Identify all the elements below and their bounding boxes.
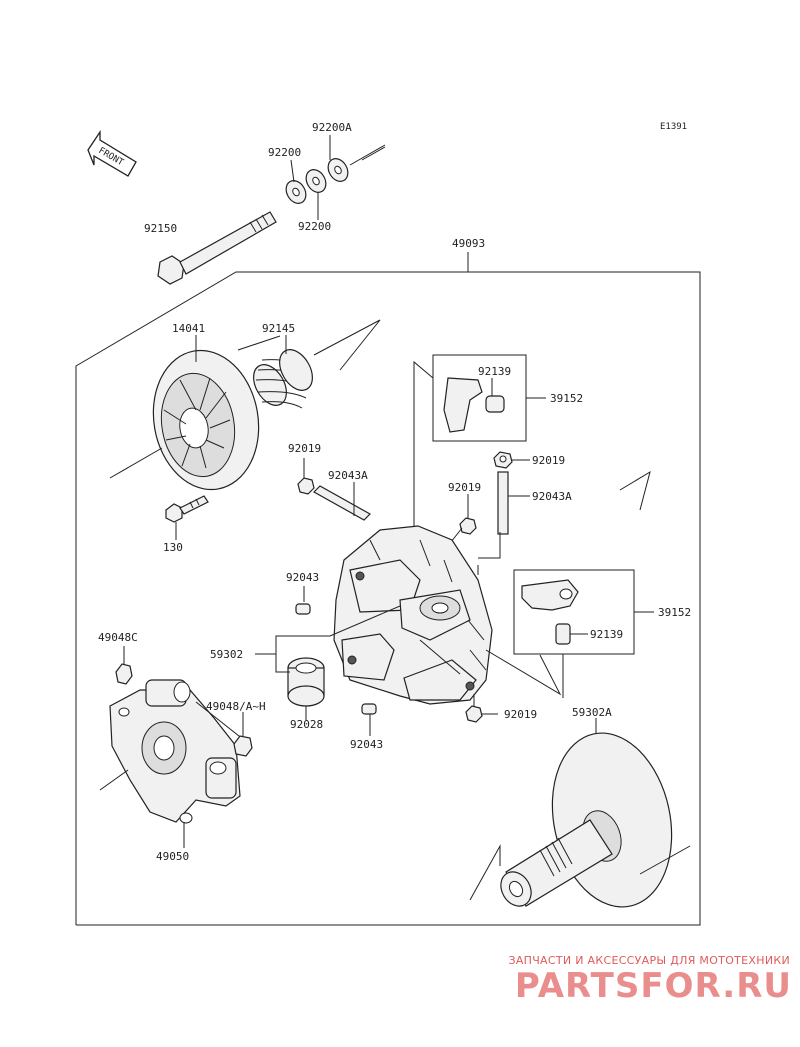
label-14041: 14041: [172, 322, 205, 335]
pin-92043A-right: [497, 471, 509, 535]
label-92139-right: 92139: [590, 628, 623, 641]
diagram-code: E1391: [660, 122, 687, 132]
cam-arm-49050: [109, 679, 241, 824]
label-39152-right: 39152: [658, 606, 691, 619]
pin-92043A-left: [313, 485, 371, 521]
label-130: 130: [163, 541, 183, 554]
label-92019-bottom: 92019: [504, 708, 537, 721]
label-49048C: 49048C: [98, 631, 138, 644]
label-39152-top: 39152: [550, 392, 583, 405]
label-92043A-right: 92043A: [532, 490, 572, 503]
washer-92200-a: [285, 180, 307, 204]
label-92150: 92150: [144, 222, 177, 235]
pin-92043-upper: [295, 603, 311, 615]
label-92043-lower: 92043: [350, 738, 383, 751]
nut-92019-middle: [459, 517, 477, 535]
label-49048AH: 49048/A~H: [206, 700, 266, 713]
weight-arm-39152-top: [443, 377, 505, 433]
washer-92200-b: [305, 169, 327, 193]
movable-sheave-14041: [152, 349, 260, 491]
nut-49048AH: [233, 735, 253, 757]
label-92043A-left: 92043A: [328, 469, 368, 482]
nut-49048C: [115, 663, 133, 685]
label-92028: 92028: [290, 718, 323, 731]
label-92019-left: 92019: [288, 442, 321, 455]
label-92043-upper: 92043: [286, 571, 319, 584]
label-92145: 92145: [262, 322, 295, 335]
watermark-caption: ЗАПЧАСТИ И АКСЕССУАРЫ ДЛЯ МОТОТЕХНИКИ: [508, 954, 790, 967]
label-49050: 49050: [156, 850, 189, 863]
label-49093: 49093: [452, 237, 485, 250]
label-92200-upper: 92200: [268, 146, 301, 159]
watermark-logo: PARTSFOR.RU: [514, 966, 792, 1006]
label-92200-lower: 92200: [298, 220, 331, 233]
fixed-sheave-59302A: [500, 732, 673, 908]
nut-92019-bottom: [465, 705, 483, 723]
nut-92019-left: [297, 477, 315, 495]
label-92019-middle: 92019: [448, 481, 481, 494]
nut-92019-top: [493, 451, 513, 469]
label-59302A: 59302A: [572, 706, 612, 719]
label-92139-top: 92139: [478, 365, 511, 378]
spring-92145: [253, 349, 313, 409]
label-92200A: 92200A: [312, 121, 352, 134]
pin-92043-lower: [361, 703, 377, 715]
weight-arm-39152-right: [521, 579, 579, 645]
label-92019-top-right: 92019: [532, 454, 565, 467]
label-59302: 59302: [210, 648, 243, 661]
bolt-130: [165, 495, 209, 523]
bolt-92150: [157, 211, 277, 285]
washer-92200A: [327, 158, 349, 182]
spider-housing: [333, 525, 493, 705]
front-arrow-icon: FRONT: [87, 129, 137, 177]
bushing-92028: [287, 657, 325, 707]
